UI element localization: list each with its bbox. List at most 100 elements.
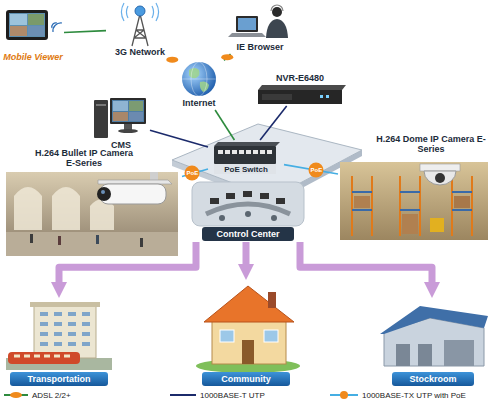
video-tile (113, 112, 128, 121)
node-label: Stockroom (392, 372, 474, 386)
chimney (268, 292, 276, 308)
cable-link (150, 130, 208, 147)
globe-equator (182, 79, 216, 80)
person-body (266, 19, 288, 38)
legend-text: 1000BASE-T UTP (200, 391, 265, 400)
warehouse-door (396, 344, 410, 366)
network-node: Community (192, 280, 300, 388)
loading-door (444, 340, 474, 366)
network-node: Mobile Viewer (2, 4, 64, 64)
passenger (96, 235, 99, 244)
house-door (242, 340, 254, 364)
radio-wave (122, 3, 159, 21)
node-label: IE Browser (226, 42, 294, 52)
network-node: Transportation (4, 298, 114, 388)
network-node: CMS (92, 92, 150, 152)
dome-camera (424, 171, 456, 185)
video-tile (129, 101, 143, 111)
network-node: IE Browser (222, 0, 294, 54)
monitor-base (118, 129, 138, 133)
network-node: 3G Network (106, 0, 174, 58)
office-building (34, 306, 96, 358)
cable-link (300, 242, 432, 282)
video-tile (10, 14, 27, 25)
drive-bay (96, 104, 106, 106)
switch-port (267, 150, 272, 154)
switch-port (239, 150, 244, 154)
passenger (140, 238, 143, 247)
house-window (264, 330, 278, 342)
warehouse-door (418, 344, 432, 366)
headset (271, 5, 283, 11)
node-label: Internet (174, 98, 224, 108)
radio-tower (132, 14, 148, 46)
legend-line-sample (170, 394, 196, 396)
nvr-panel (262, 94, 292, 100)
desk-screen (276, 198, 285, 204)
node-label: H.264 Bullet IP Camera E-Series (32, 148, 136, 168)
legend-entry: 1000BASE-T UTP (200, 391, 265, 400)
building-roof (30, 302, 100, 307)
tablet-screen (9, 13, 45, 37)
desk-screen (210, 198, 219, 204)
cable-link (64, 31, 106, 33)
nvr-top (258, 85, 346, 90)
pc-tower (94, 100, 108, 138)
legend-badge-sample (340, 391, 348, 399)
network-node: Internet (174, 60, 224, 110)
switch-port (260, 150, 265, 154)
wifi-arc (53, 23, 62, 32)
chair (245, 211, 251, 217)
line-badge (221, 54, 233, 60)
legend-text: 1000BASE-TX UTP with PoE (362, 391, 466, 400)
node-label: Control Center (202, 227, 294, 241)
house-window (220, 330, 234, 342)
goods-box (354, 196, 370, 208)
desk-screen (243, 191, 252, 197)
warehouse-scene (340, 162, 488, 240)
network-node: Stockroom (376, 298, 488, 388)
train-window (14, 355, 70, 358)
node-label: H.264 Dome IP Camera E-Series (374, 134, 488, 154)
legend-entry: 1000BASE-TX UTP with PoE (362, 391, 466, 400)
cable-link (260, 106, 287, 140)
video-tile (129, 112, 143, 121)
station-floor (6, 232, 178, 256)
tower-top (135, 6, 145, 16)
passenger (30, 234, 33, 243)
switch-port (246, 150, 251, 154)
passenger (58, 236, 61, 245)
switch-port (218, 150, 223, 154)
station-scene (6, 172, 178, 256)
legend-badge-sample (10, 392, 22, 398)
status-led (326, 95, 329, 98)
node-label: Community (202, 372, 290, 386)
chair (271, 215, 277, 221)
forklift (430, 218, 444, 232)
network-node: H.264 Bullet IP Camera E-Series (4, 148, 182, 256)
camera-sunshield (98, 180, 172, 184)
video-tile (28, 26, 44, 36)
switch-body (214, 146, 276, 164)
station-arch (14, 187, 114, 230)
desk-screen (226, 193, 235, 199)
shelf-post (352, 176, 472, 236)
house-roof (204, 286, 294, 322)
switch-port (225, 150, 230, 154)
switch-port (253, 150, 258, 154)
person-head (272, 7, 282, 17)
monitor (110, 98, 146, 124)
network-node: H.264 Dome IP Camera E-Series (338, 132, 488, 242)
window-row (40, 314, 90, 344)
network-node: NVR-E6480 (254, 72, 346, 106)
cable-link (59, 242, 196, 282)
dome-base (420, 164, 460, 171)
laptop-screen (238, 18, 256, 30)
node-label: Mobile Viewer (2, 52, 64, 62)
cable-link (215, 110, 234, 140)
line-badge (166, 57, 178, 63)
status-led (320, 95, 323, 98)
